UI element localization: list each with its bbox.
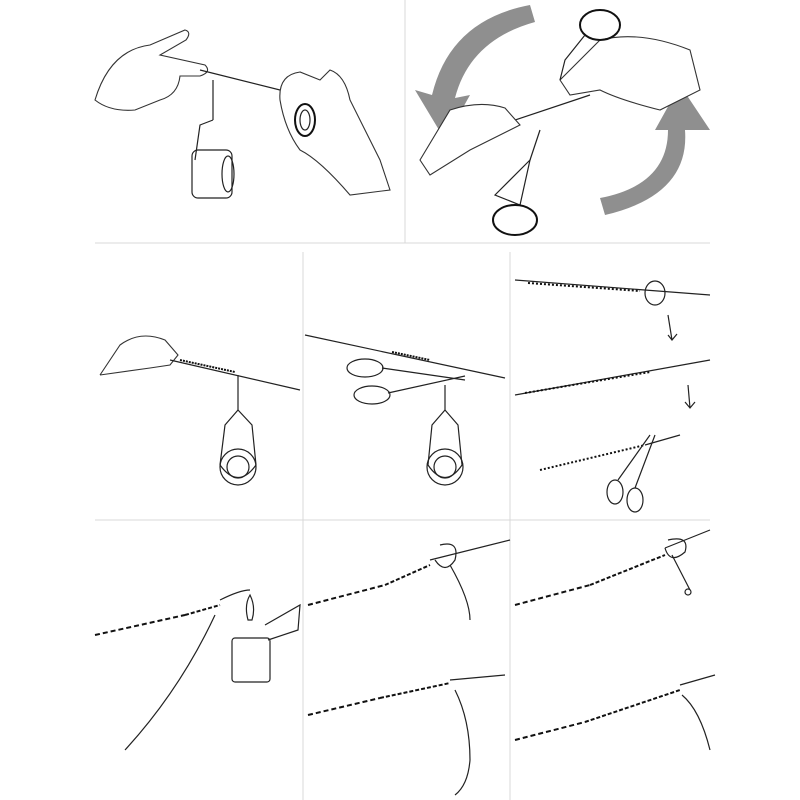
rod-guide-icon xyxy=(559,9,621,81)
hand-icon xyxy=(279,69,391,196)
down-arrow-icon xyxy=(667,314,678,341)
panel-step-7 xyxy=(307,539,511,796)
thread-wrap-icon xyxy=(514,721,586,741)
panel-step-1 xyxy=(94,29,391,199)
panel-step-6 xyxy=(94,589,301,751)
panel-dividers xyxy=(95,0,710,800)
lighter-icon xyxy=(231,593,301,683)
thread-wrap-icon xyxy=(379,682,451,699)
thread-wrap-icon xyxy=(184,604,221,616)
down-arrow-icon xyxy=(684,384,696,409)
thread-wrap-icon xyxy=(514,584,591,606)
panel-step-3 xyxy=(99,335,301,486)
panel-step-2 xyxy=(415,5,710,236)
rod-guide-icon xyxy=(219,375,257,486)
thread-wrap-icon xyxy=(524,371,651,394)
hand-icon xyxy=(94,29,209,111)
thread-wrap-icon xyxy=(307,697,381,716)
thread-wrap-icon xyxy=(384,564,431,586)
thread-wrap-icon xyxy=(179,359,236,373)
thread-wrap-icon xyxy=(94,614,186,636)
rotation-arrow-icon xyxy=(415,5,535,140)
thread-wrap-icon xyxy=(307,584,386,606)
thread-spool-icon xyxy=(294,103,316,137)
rod-guide-icon xyxy=(492,129,541,236)
thread-wrap-icon xyxy=(584,689,681,723)
thread-wrap-icon xyxy=(391,351,431,361)
hand-icon xyxy=(559,36,701,111)
thread-wrap-icon xyxy=(527,282,641,292)
panel-step-5 xyxy=(514,279,711,513)
hand-icon xyxy=(419,103,521,176)
rod-guide-icon xyxy=(191,80,235,199)
scissors-icon xyxy=(346,358,466,405)
panel-step-4 xyxy=(304,334,506,486)
thread-wrap-icon xyxy=(539,444,646,471)
rotation-arrow-icon xyxy=(600,85,710,215)
scissors-icon xyxy=(606,434,656,513)
rod-guide-icon xyxy=(426,385,464,486)
thread-wrap-icon xyxy=(589,554,666,586)
hand-icon xyxy=(99,335,179,376)
panel-step-8 xyxy=(514,529,716,751)
